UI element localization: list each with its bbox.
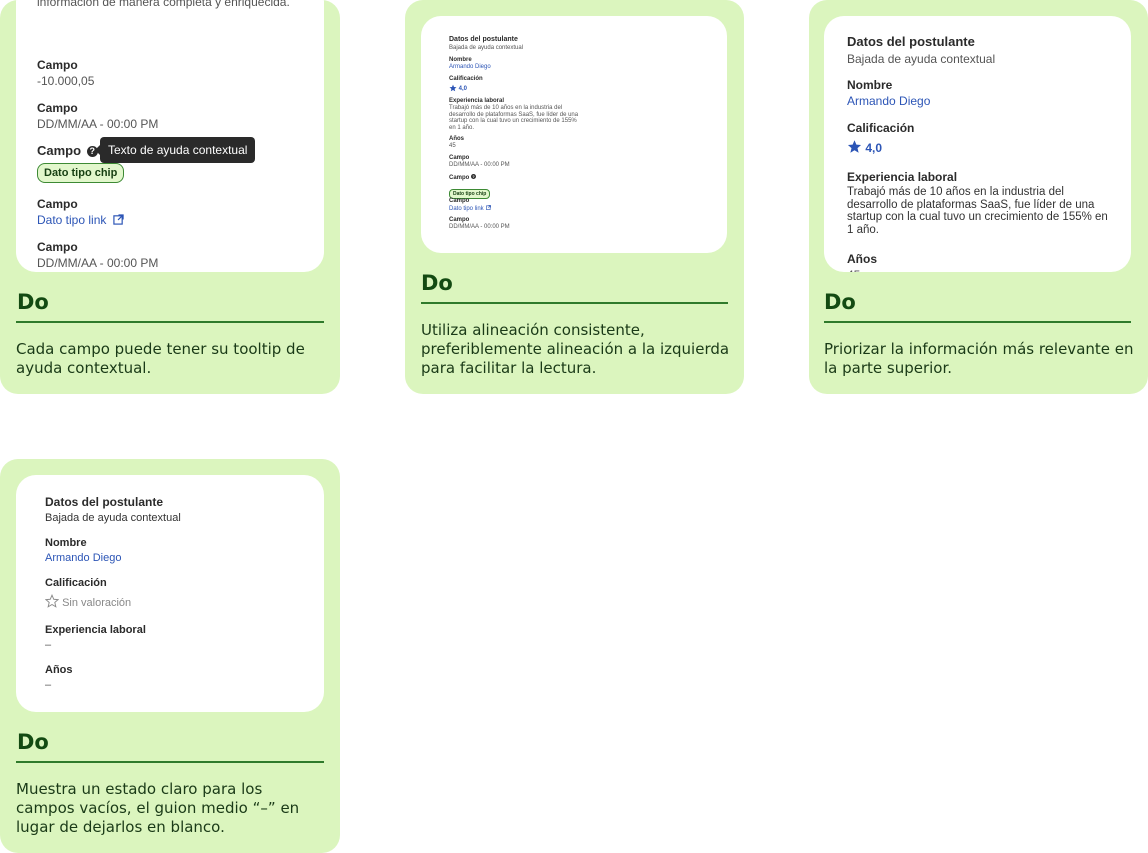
experience-value: – <box>45 639 52 651</box>
applicant-preview-empty: Datos del postulante Bajada de ayuda con… <box>16 475 324 712</box>
external-link-icon <box>113 214 124 225</box>
name-label: Nombre <box>45 537 87 549</box>
field-label: Campo <box>449 155 470 161</box>
field-label: Campo <box>37 101 78 115</box>
field-value: DD/MM/AA - 00:00 PM <box>37 117 159 131</box>
do-heading: Do <box>17 730 49 754</box>
experience-label: Experiencia laboral <box>847 170 958 184</box>
field-value: DD/MM/AA - 00:00 PM <box>449 224 510 230</box>
link-text[interactable]: Dato tipo link <box>449 206 484 212</box>
do-card-alignment: Datos del postulante Bajada de ayuda con… <box>405 0 744 394</box>
field-label: Campo <box>37 143 82 158</box>
star-filled-icon <box>847 140 862 155</box>
help-circle-icon[interactable]: ? <box>471 174 477 179</box>
field-label: Campo <box>37 240 78 254</box>
years-label: Años <box>449 136 464 142</box>
rating-label: Calificación <box>449 76 483 82</box>
do-divider <box>421 302 728 304</box>
applicant-preview-cropped: Datos del postulante Bajada de ayuda con… <box>824 16 1131 272</box>
star-outline-icon <box>44 593 60 609</box>
rating-label: Calificación <box>45 577 107 589</box>
do-heading: Do <box>421 271 453 295</box>
years-label: Años <box>45 664 73 676</box>
data-chip: Dato tipo chip <box>37 163 125 183</box>
do-heading: Do <box>17 290 49 314</box>
section-subtitle: Bajada de ayuda contextual <box>449 45 524 51</box>
external-link-icon <box>486 205 492 210</box>
do-description: Cada campo puede tener su tooltip de ayu… <box>16 340 305 377</box>
field-value: DD/MM/AA - 00:00 PM <box>449 162 510 168</box>
rating: 4,0 <box>449 84 467 92</box>
tooltip-text: Texto de ayuda contextual <box>108 143 248 157</box>
do-divider <box>824 321 1131 323</box>
do-description: Priorizar la información más relevante e… <box>824 340 1134 377</box>
rating-label: Calificación <box>847 121 915 135</box>
years-value: 45 <box>847 268 860 272</box>
name-value: Armando Diego <box>45 552 122 564</box>
do-description: Utiliza alineación consistente, preferib… <box>421 321 730 377</box>
rating-value: Sin valoración <box>62 597 132 609</box>
experience-value: Trabajó más de 10 años en la industria d… <box>847 186 1108 236</box>
section-title: Datos del postulante <box>45 495 164 509</box>
rating: 4,0 <box>847 139 882 155</box>
do-card-priority: Datos del postulante Bajada de ayuda con… <box>809 0 1148 394</box>
years-value: – <box>45 679 52 691</box>
contextual-help-tooltip: Texto de ayuda contextual <box>94 137 256 163</box>
field-list-preview: extenso y detallado, lo que le permite t… <box>16 0 324 272</box>
field-label: Campo <box>37 197 78 211</box>
field-label: Campo <box>37 58 78 72</box>
field-label: Campo <box>449 217 470 223</box>
name-label: Nombre <box>449 57 472 63</box>
do-description: Muestra un estado claro para los campos … <box>16 780 300 836</box>
do-divider <box>16 761 324 763</box>
section-title: Datos del postulante <box>847 34 975 49</box>
intro-text: extenso y detallado, lo que le permite t… <box>37 0 290 9</box>
field-label: Campo <box>449 175 470 181</box>
do-card-tooltip: extenso y detallado, lo que le permite t… <box>0 0 340 394</box>
name-value: Armando Diego <box>847 94 931 108</box>
rating-empty: Sin valoración <box>44 593 132 609</box>
field-label-with-help: Campo ? <box>37 143 98 158</box>
data-link[interactable]: Dato tipo link <box>37 213 124 227</box>
field-value: -10.000,05 <box>37 74 95 88</box>
experience-label: Experiencia laboral <box>45 624 146 636</box>
do-card-empty-state: Datos del postulante Bajada de ayuda con… <box>0 459 340 853</box>
data-chip: Dato tipo chip <box>449 189 491 199</box>
experience-value: Trabajó más de 10 años en la industria d… <box>449 105 579 131</box>
star-filled-icon <box>449 84 457 92</box>
section-title: Datos del postulante <box>449 36 518 43</box>
field-label-with-help: Campo ? <box>449 174 477 181</box>
years-value: 45 <box>449 143 456 149</box>
experience-label: Experiencia laboral <box>449 98 505 104</box>
applicant-preview-mini: Datos del postulante Bajada de ayuda con… <box>421 16 727 253</box>
name-label: Nombre <box>847 78 893 92</box>
section-subtitle: Bajada de ayuda contextual <box>45 512 181 524</box>
field-label: Campo <box>449 198 470 204</box>
section-subtitle: Bajada de ayuda contextual <box>847 52 996 66</box>
years-label: Años <box>847 252 877 266</box>
field-value: DD/MM/AA - 00:00 PM <box>37 256 159 270</box>
rating-value: 4,0 <box>458 86 468 92</box>
data-link[interactable]: Dato tipo link <box>449 205 492 212</box>
name-value: Armando Diego <box>449 64 491 70</box>
do-divider <box>16 321 324 323</box>
help-circle-icon[interactable]: ? <box>86 146 98 157</box>
do-heading: Do <box>824 290 856 314</box>
link-text[interactable]: Dato tipo link <box>37 213 107 227</box>
rating-value: 4,0 <box>865 141 883 155</box>
